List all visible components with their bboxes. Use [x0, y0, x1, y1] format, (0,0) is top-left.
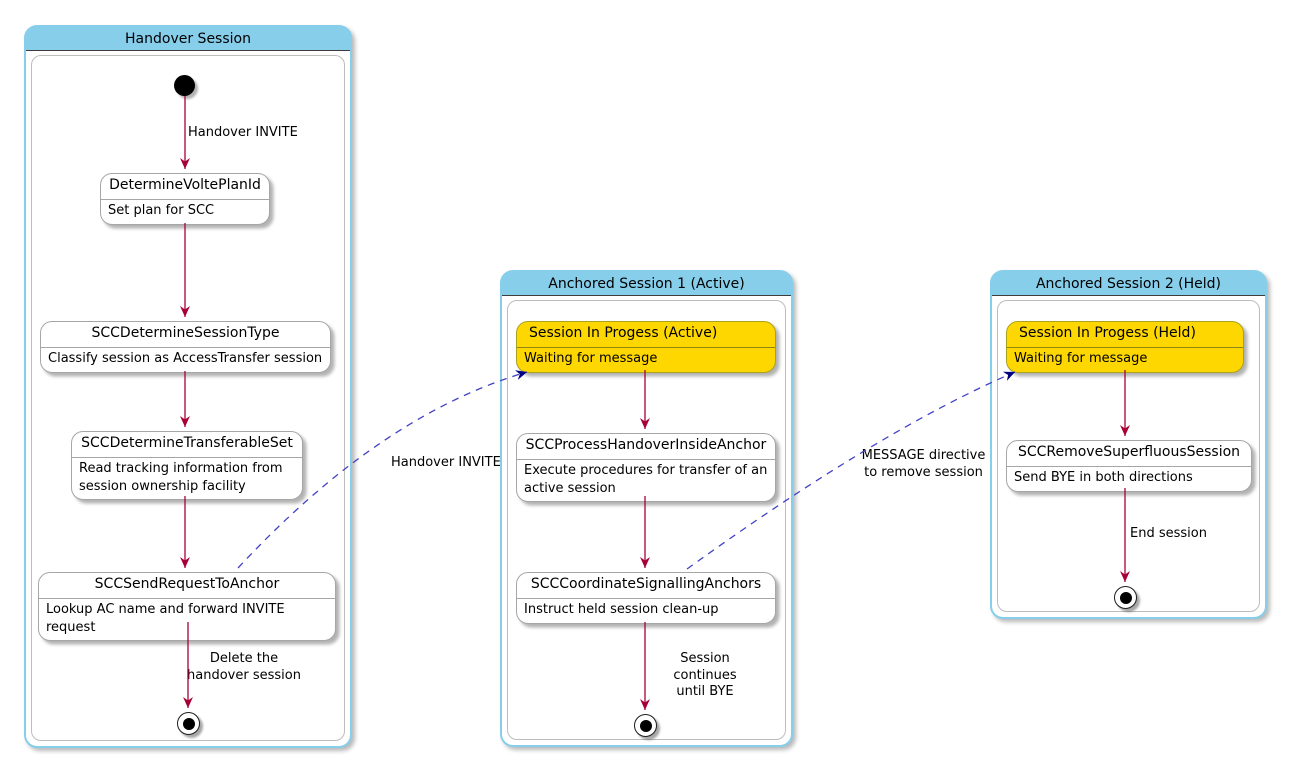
edge-label-delete-handover-session: Delete the handover session: [187, 651, 301, 683]
state-divider: [517, 459, 775, 460]
state-determine-volte-plan-id: DetermineVoltePlanId Set plan for SCC: [100, 173, 270, 225]
state-description: Instruct held session clean-up: [524, 602, 719, 617]
state-scc-remove-superfluous-session: SCCRemoveSuperfluousSession Send BYE in …: [1006, 440, 1252, 492]
state-title: SCCDetermineTransferableSet: [81, 435, 293, 451]
state-scc-process-handover-inside-anchor: SCCProcessHandoverInsideAnchor Execute p…: [516, 433, 776, 502]
state-description: Classify session as AccessTransfer sessi…: [48, 351, 323, 366]
end-node-dot: [1119, 591, 1132, 604]
state-divider: [517, 598, 775, 599]
state-session-in-progress-held: Session In Progess (Held) Waiting for me…: [1006, 321, 1244, 373]
state-divider: [1007, 347, 1243, 348]
state-divider: [101, 199, 269, 200]
state-title: SCCCoordinateSignallingAnchors: [530, 576, 762, 592]
container-handover-session-title: Handover Session: [26, 27, 350, 51]
state-description: Waiting for message: [1014, 351, 1148, 366]
end-node-anchored-2: [1114, 586, 1137, 609]
container-title-label: Anchored Session 2 (Held): [1035, 275, 1222, 292]
container-anchored-session-2-title: Anchored Session 2 (Held): [992, 272, 1265, 296]
state-session-in-progress-active: Session In Progess (Active) Waiting for …: [516, 321, 776, 373]
state-title: Session In Progess (Held): [1019, 325, 1196, 341]
state-title: SCCRemoveSuperfluousSession: [1017, 444, 1241, 460]
state-scc-send-request-to-anchor: SCCSendRequestToAnchor Lookup AC name an…: [38, 572, 336, 641]
container-title-label: Handover Session: [125, 30, 251, 47]
end-node-anchored-1: [634, 714, 657, 737]
container-title-label: Anchored Session 1 (Active): [548, 275, 745, 292]
state-description: Waiting for message: [524, 351, 658, 366]
state-title: Session In Progess (Active): [529, 325, 718, 341]
edge-label-message-directive: MESSAGE directive to remove session: [861, 448, 986, 480]
state-description: Set plan for SCC: [108, 203, 215, 218]
edge-label-handover-invite-dashed: Handover INVITE: [391, 455, 501, 470]
state-description: Lookup AC name and forward INVITE reques…: [46, 602, 285, 635]
edge-label-handover-invite: Handover INVITE: [188, 125, 298, 140]
edge-label-session-continues: Session continues until BYE: [673, 651, 737, 699]
state-title: SCCSendRequestToAnchor: [94, 576, 280, 592]
state-title: SCCProcessHandoverInsideAnchor: [525, 437, 767, 453]
state-divider: [72, 457, 302, 458]
end-node-dot: [639, 719, 652, 732]
state-description: Read tracking information from session o…: [79, 461, 283, 494]
state-title: DetermineVoltePlanId: [109, 177, 261, 193]
container-anchored-session-1-title: Anchored Session 1 (Active): [502, 272, 791, 296]
state-divider: [39, 598, 335, 599]
end-node-dot: [182, 717, 195, 730]
state-scc-coordinate-signalling-anchors: SCCCoordinateSignallingAnchors Instruct …: [516, 572, 776, 624]
end-node-handover: [177, 712, 200, 735]
state-divider: [41, 347, 330, 348]
start-node: [174, 75, 195, 96]
state-divider: [517, 347, 775, 348]
state-scc-determine-session-type: SCCDetermineSessionType Classify session…: [40, 321, 331, 373]
state-scc-determine-transferable-set: SCCDetermineTransferableSet Read trackin…: [71, 431, 303, 500]
state-divider: [1007, 466, 1251, 467]
state-description: Execute procedures for transfer of an ac…: [524, 463, 768, 496]
edge-label-end-session: End session: [1130, 526, 1207, 541]
state-title: SCCDetermineSessionType: [91, 325, 280, 341]
state-description: Send BYE in both directions: [1014, 470, 1193, 485]
